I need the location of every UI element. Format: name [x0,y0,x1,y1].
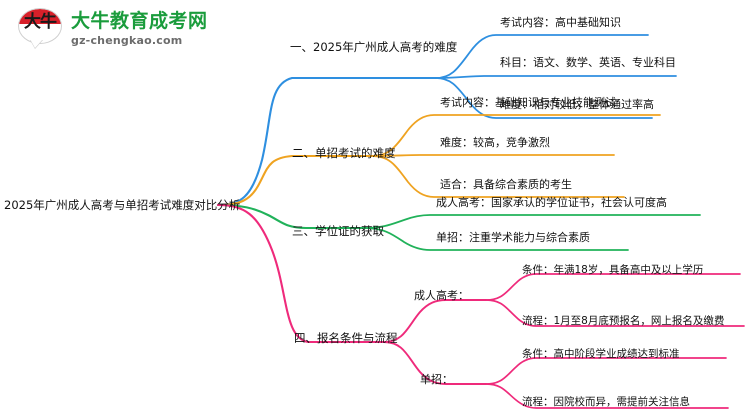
branch-4-child-1: 成人高考： [414,289,469,302]
logo-mark-text: 大牛 [24,12,57,32]
branch-node-3: 三、学位证的获取 [292,224,384,238]
branch-4-child-1-sub-2: 流程：1月至8月底预报名，网上报名及缴费 [522,315,725,327]
branch-node-4: 四、报名条件与流程 [294,331,398,345]
branch-1-child-1: 考试内容：高中基础知识 [500,16,621,29]
logo-text-block: 大牛教育成考网 gz-chengkao.com [71,11,208,47]
branch-node-1: 一、2025年广州成人高考的难度 [290,40,458,54]
branch-3-child-2: 单招：注重学术能力与综合素质 [436,231,590,244]
branch-2-child-1: 考试内容：基础知识与专业技能测试 [440,96,616,109]
mindmap-root-node: 2025年广州成人高考与单招考试难度对比分析 [4,198,241,212]
branch-4-child-2-sub-2: 流程：因院校而异，需提前关注信息 [522,396,690,408]
branch-2-connectors [216,114,661,207]
logo-title: 大牛教育成考网 [71,10,208,33]
logo-bubble-top [19,9,61,24]
branch-node-2: 二、单招考试的难度 [292,146,396,160]
branch-4-child-2: 单招： [420,373,453,386]
branch-4-child-2-sub-1: 条件：高中阶段学业成绩达到标准 [522,348,680,360]
branch-3-child-1: 成人高考：国家承认的学位证书，社会认可度高 [436,196,667,209]
logo-bubble-icon: 大牛 [18,8,64,50]
branch-2-child-3: 适合：具备综合素质的考生 [440,178,572,191]
logo-subtitle: gz-chengkao.com [71,33,183,47]
branch-1-child-3: 难度：相对较低，整体通过率高 [500,98,654,111]
branch-4-child-1-sub-1: 条件：年满18岁，具备高中及以上学历 [522,264,704,276]
branch-2-child-2: 难度：较高，竞争激烈 [440,136,550,149]
logo-bubble-tail [30,39,43,48]
branch-1-child-2: 科目：语文、数学、英语、专业科目 [500,56,676,69]
site-logo: 大牛 大牛教育成考网 gz-chengkao.com [18,8,208,50]
